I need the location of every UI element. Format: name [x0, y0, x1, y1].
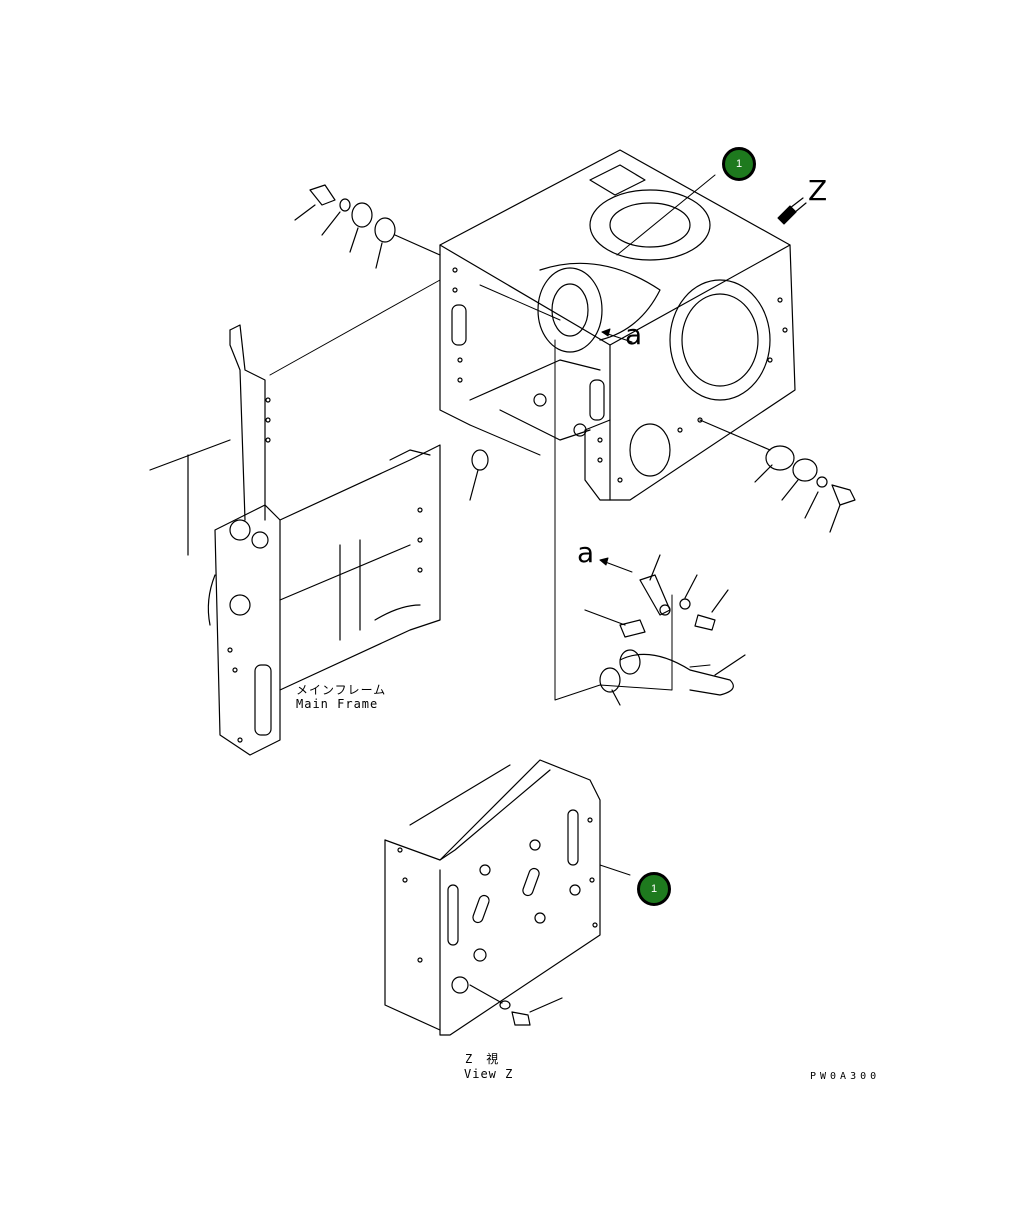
callout-part-1-top[interactable]: 1 — [722, 147, 756, 181]
main-frame-label-en: Main Frame — [296, 697, 379, 711]
transmission-case — [439, 149, 796, 501]
view-z-label-en: View Z — [464, 1067, 514, 1081]
drawing-code: PW0A300 — [810, 1071, 881, 1082]
pipe-assembly — [584, 554, 746, 706]
reference-a-mid: a — [577, 536, 595, 569]
main-frame-label-jp: メインフレーム — [296, 683, 387, 697]
view-z-detail — [384, 759, 601, 1036]
right-hardware — [469, 419, 856, 533]
top-left-hardware — [294, 184, 441, 269]
reference-a-top: a — [625, 318, 643, 351]
view-z-label-jp: Z 視 — [465, 1052, 500, 1066]
view-z-arrow — [777, 197, 807, 225]
reference-lines — [269, 174, 716, 876]
callout-part-1-view-z[interactable]: 1 — [637, 872, 671, 906]
view-letter-label: Z — [808, 174, 828, 207]
main-frame — [149, 324, 441, 756]
